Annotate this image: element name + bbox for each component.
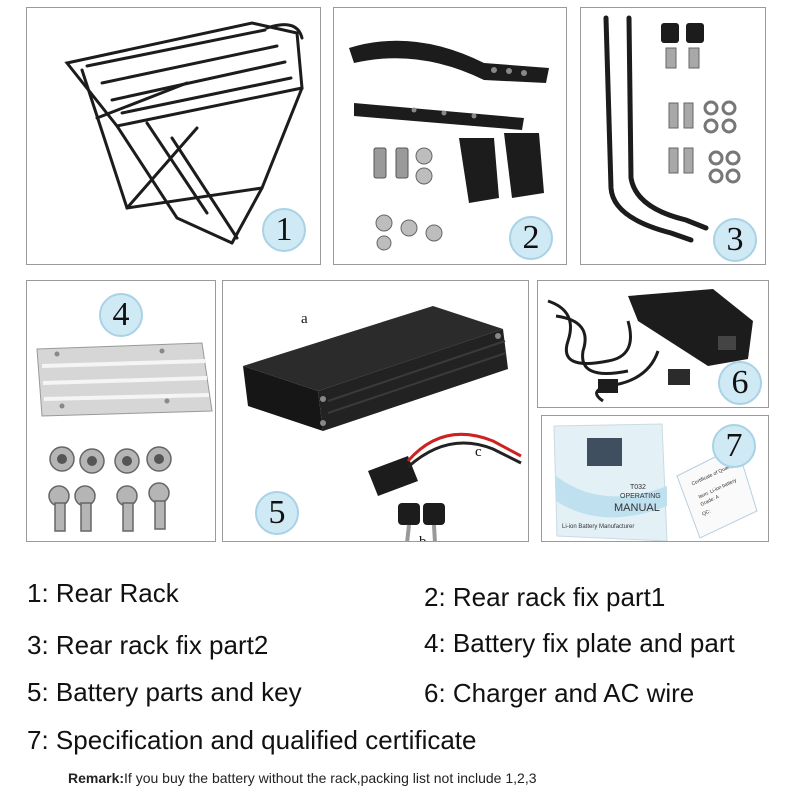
label-a: a xyxy=(301,311,308,327)
remark: Remark:If you buy the battery without th… xyxy=(68,770,537,786)
label-b: b xyxy=(419,534,427,542)
panel-charger: 6 xyxy=(537,280,769,408)
manual-subtitle: OPERATING xyxy=(620,493,661,500)
panel-number-badge: 6 xyxy=(718,361,762,405)
panel-rack-fix-part2: 3 xyxy=(580,7,766,265)
rack-fix-part1-image xyxy=(349,40,549,251)
label-c: c xyxy=(475,444,482,460)
panel-manual-certificate: T032 OPERATING MANUAL Li-ion Battery Man… xyxy=(541,415,769,542)
caption-4: 4: Battery fix plate and part xyxy=(424,628,735,658)
panel-number-badge: 7 xyxy=(712,424,756,468)
battery-fix-plate-image xyxy=(36,342,213,532)
panel-battery-fix-plate: 4 xyxy=(26,280,216,542)
battery-image xyxy=(243,306,522,541)
caption-6: 6: Charger and AC wire xyxy=(424,678,695,708)
caption-3: 3: Rear rack fix part2 xyxy=(27,630,269,660)
panel-rear-rack: 1 xyxy=(26,7,321,265)
panel-number-badge: 2 xyxy=(509,216,553,260)
remark-label: Remark: xyxy=(68,770,125,786)
panel-number-badge: 4 xyxy=(99,293,143,337)
caption-7: 7: Specification and qualified certifica… xyxy=(27,725,477,755)
panel-number-badge: 3 xyxy=(713,218,757,262)
charger-image xyxy=(547,289,753,403)
manual-model: T032 xyxy=(630,484,646,491)
rack-fix-part2-image xyxy=(603,15,741,243)
manual-certificate-image xyxy=(553,423,758,541)
rear-rack-image xyxy=(64,21,304,245)
remark-text: If you buy the battery without the rack,… xyxy=(124,770,537,786)
manual-footer: Li-ion Battery Manufacturer xyxy=(562,524,635,530)
caption-2: 2: Rear rack fix part1 xyxy=(424,582,666,612)
panel-rack-fix-part1: 2 xyxy=(333,7,567,265)
manual-title: MANUAL xyxy=(614,502,660,514)
panel-number-badge: 5 xyxy=(255,491,299,535)
panel-battery-parts: a c b 5 xyxy=(222,280,529,542)
caption-5: 5: Battery parts and key xyxy=(27,677,302,707)
panel-number-badge: 1 xyxy=(262,208,306,252)
caption-1: 1: Rear Rack xyxy=(27,578,179,608)
